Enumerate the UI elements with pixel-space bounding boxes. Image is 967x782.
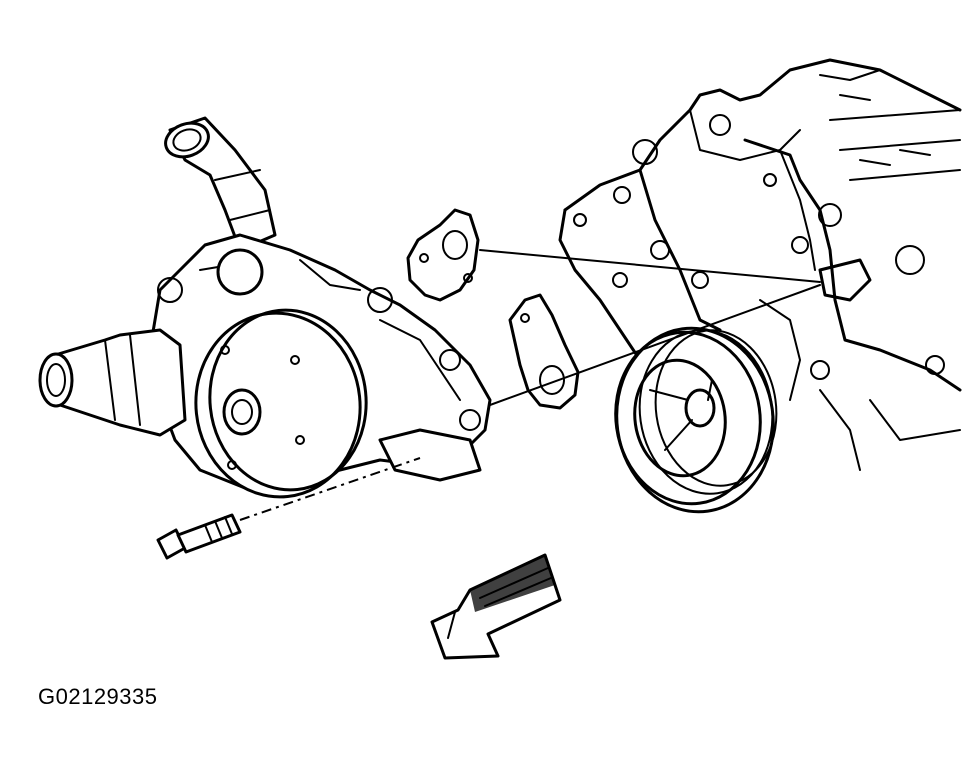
alignment-line-upper [479,249,821,283]
water-pump-gasket-lower [508,293,580,410]
alignment-line-lower [489,284,821,406]
bolt-leader-line [239,457,421,521]
pump-bolt [156,513,242,560]
crankshaft-balancer [614,326,778,514]
engine-block-front-cover [558,58,962,471]
water-pump [38,116,492,499]
water-pump-gasket-upper [406,208,480,302]
front-direction-arrow [430,553,562,660]
figure-id-label: G02129335 [38,684,158,709]
